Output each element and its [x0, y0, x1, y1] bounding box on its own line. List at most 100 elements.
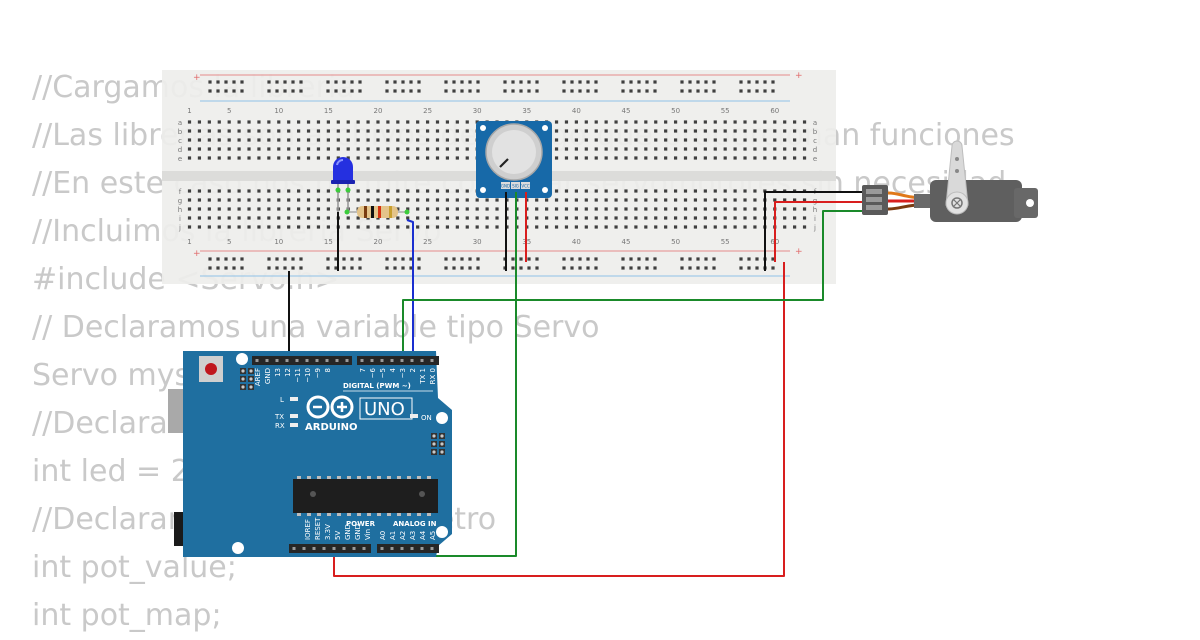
- breadboard-hole: [564, 120, 569, 124]
- chip-leg: [357, 476, 361, 479]
- breadboard-hole: [187, 129, 192, 133]
- rail-hole: [763, 89, 767, 93]
- rail-hole: [216, 266, 220, 270]
- breadboard-hole: [366, 225, 370, 229]
- rail-hole: [299, 80, 303, 84]
- rail-hole: [342, 266, 346, 270]
- rail-hole: [275, 257, 279, 261]
- rail-hole: [291, 257, 295, 261]
- rail-hole: [680, 80, 684, 84]
- potentiometer-indicator: [499, 158, 509, 168]
- rail-hole: [334, 257, 338, 261]
- pin-label: ~5: [379, 368, 387, 378]
- led-highlight: [336, 158, 344, 166]
- breadboard-hole: [257, 156, 261, 160]
- breadboard-hole: [247, 147, 251, 151]
- rail-hole: [763, 80, 767, 84]
- breadboard-hole: [753, 138, 757, 142]
- header-hole: [380, 547, 384, 550]
- breadboard-hole: [406, 189, 410, 193]
- potentiometer-mount-hole: [542, 187, 548, 193]
- breadboard-hole: [564, 198, 569, 202]
- breadboard-hole: [237, 189, 241, 193]
- pin-label: A3: [409, 531, 417, 540]
- breadboard-hole: [624, 156, 628, 160]
- rail-hole: [637, 89, 641, 93]
- breadboard-hole: [554, 138, 559, 142]
- breadboard-hole: [475, 207, 479, 211]
- breadboard-hole: [297, 198, 301, 202]
- breadboard-hole: [703, 225, 707, 229]
- breadboard-hole: [743, 207, 747, 211]
- breadboard-hole: [346, 138, 350, 142]
- tx-label: TX: [274, 413, 284, 421]
- rail-hole: [739, 257, 743, 261]
- rail-hole: [393, 257, 397, 261]
- rail-hole: [350, 257, 354, 261]
- breadboard-hole: [604, 207, 608, 211]
- rail-hole: [688, 266, 692, 270]
- breadboard-hole: [654, 120, 658, 124]
- rail-hole: [527, 266, 531, 270]
- breadboard-hole: [753, 156, 757, 160]
- breadboard-hole: [465, 147, 469, 151]
- rail-hole: [476, 89, 480, 93]
- breadboard-hole: [574, 189, 578, 193]
- pin-label: 12: [284, 368, 292, 377]
- breadboard-hole: [763, 189, 767, 193]
- rail-hole: [578, 89, 582, 93]
- breadboard-hole: [207, 225, 211, 229]
- rail-hole: [240, 80, 244, 84]
- breadboard-hole: [793, 147, 797, 151]
- breadboard-hole: [187, 138, 192, 142]
- breadboard-hole: [356, 198, 360, 202]
- rail-hole: [326, 257, 330, 261]
- breadboard-hole: [287, 225, 291, 229]
- chip-legs: [297, 476, 431, 516]
- code-line: // Declaramos una variable tipo Servo: [32, 310, 600, 345]
- breadboard-hole: [624, 189, 628, 193]
- led-pin-marker: [335, 187, 341, 193]
- chip-leg: [347, 476, 351, 479]
- rail-hole: [358, 89, 362, 93]
- rail-hole: [283, 89, 287, 93]
- rail-hole: [283, 266, 287, 270]
- rail-hole: [704, 89, 708, 93]
- column-number-top: 5: [227, 107, 231, 115]
- column-number-bottom: 5: [227, 238, 231, 246]
- column-number-bottom: 15: [324, 238, 333, 246]
- rail-hole: [747, 80, 751, 84]
- pin-label: GND: [354, 524, 362, 540]
- pin-label: GND: [264, 368, 272, 384]
- l-label: L: [280, 396, 284, 404]
- breadboard-hole: [574, 225, 578, 229]
- breadboard-hole: [376, 198, 380, 202]
- chip-leg: [367, 476, 371, 479]
- servo-connector-pin: [866, 205, 882, 210]
- breadboard-hole: [346, 156, 350, 160]
- rail-hole: [232, 266, 236, 270]
- breadboard-hole: [693, 147, 698, 151]
- row-letter-right: i: [814, 215, 816, 223]
- breadboard-hole: [287, 198, 291, 202]
- breadboard-hole: [554, 207, 559, 211]
- breadboard-hole: [673, 156, 678, 160]
- breadboard-hole: [326, 156, 330, 160]
- breadboard-hole: [247, 156, 251, 160]
- breadboard-hole: [644, 216, 648, 220]
- breadboard-hole: [654, 198, 658, 202]
- breadboard-hole: [416, 207, 420, 211]
- breadboard-hole: [197, 120, 202, 124]
- breadboard-hole: [386, 189, 390, 193]
- breadboard-hole: [277, 120, 281, 124]
- rail-hole: [444, 80, 448, 84]
- chip-leg: [357, 513, 361, 516]
- led-body: [333, 157, 353, 182]
- breadboard-hole: [475, 216, 479, 220]
- breadboard-hole: [594, 147, 598, 151]
- breadboard-hole: [574, 120, 578, 124]
- breadboard-hole: [763, 129, 767, 133]
- column-number-top: 45: [622, 107, 631, 115]
- rail-hole: [283, 80, 287, 84]
